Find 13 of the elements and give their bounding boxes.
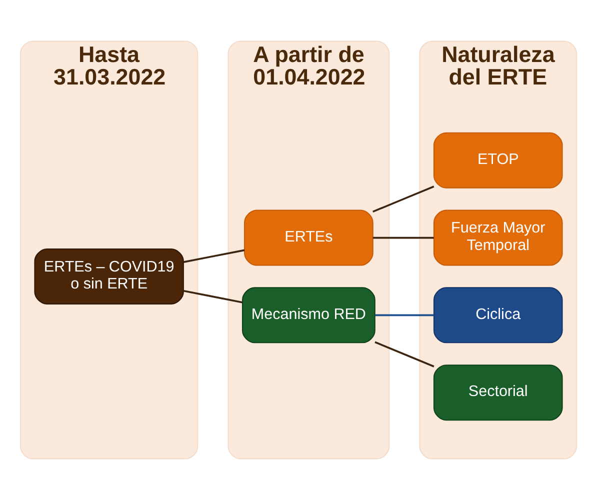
connector <box>374 314 434 316</box>
connector <box>372 186 434 213</box>
node-box: ERTEs – COVID19 o sin ERTE <box>34 248 184 304</box>
connector <box>183 249 245 263</box>
node-box: Mecanismo RED <box>242 287 376 344</box>
node-box: Ciclica <box>433 287 563 344</box>
node-box: Fuerza Mayor Temporal <box>433 210 563 266</box>
node-box: Sectorial <box>433 364 563 421</box>
connector <box>183 290 242 304</box>
node-box: ERTEs <box>244 210 374 266</box>
connector <box>374 341 434 368</box>
connector <box>372 236 434 239</box>
node-box: ETOP <box>433 132 563 188</box>
